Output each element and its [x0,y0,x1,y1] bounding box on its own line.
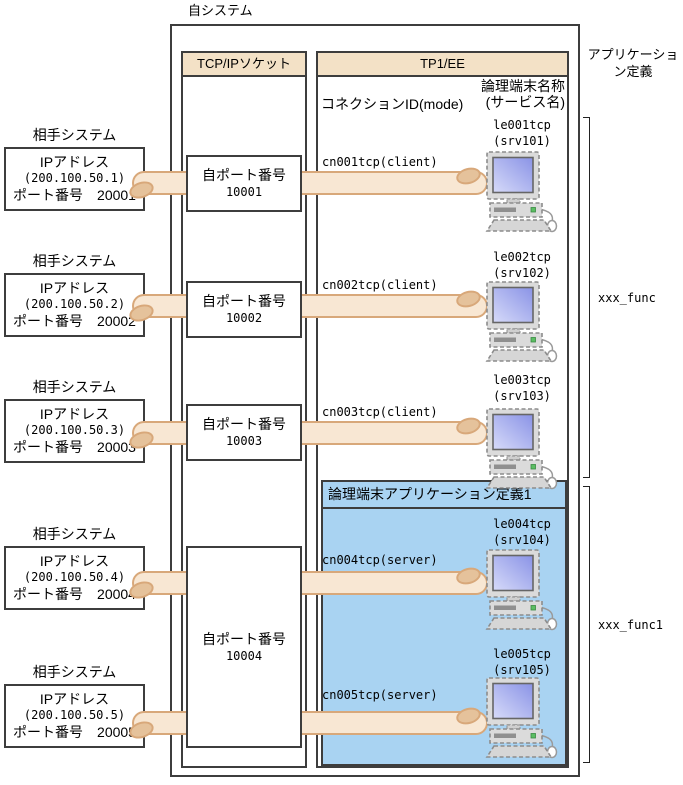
ip-address-value: (200.100.50.3) [23,423,126,437]
application-definition-label: アプリケーション定義 [587,47,679,79]
terminal-service-value: (srv102) [493,266,551,280]
connection-id-value: cn002tcp(client) [322,278,438,292]
ip-address-value: (200.100.50.5) [23,708,126,722]
terminal-name-value: le004tcp [493,517,551,531]
connection-band-right [300,415,488,445]
connection-id-value: cn005tcp(server) [322,688,438,702]
own-system-label: 自システム [188,3,253,18]
own-port-label: 自ポート番号 [202,630,286,647]
tcpip-socket-header: TCP/IPソケット [183,53,305,77]
remote-port-value: ポート番号 20005 [13,724,136,740]
own-port-number: 10003 [225,434,263,448]
remote-system-label: 相手システム [32,526,117,542]
terminal-label: le001tcp (srv101) [466,117,578,149]
terminal-computer-icon [486,549,558,631]
remote-system-label: 相手システム [32,664,117,680]
terminal-name-value: le003tcp [493,373,551,387]
remote-system-box: IPアドレス (200.100.50.3) ポート番号 20003 [4,399,145,463]
ip-address-value: (200.100.50.4) [23,570,126,584]
terminal-label: le004tcp (srv104) [466,516,578,548]
remote-port-value: ポート番号 20001 [13,187,136,203]
bracket-xxx-func1 [583,486,590,763]
tp1ee-header: TP1/EE [318,53,567,77]
ip-address-label: IPアドレス [39,691,110,707]
connection-band-right [300,165,488,195]
connection-id-column-header: コネクションID(mode) [321,96,464,112]
terminal-name-value: le005tcp [493,647,551,661]
connection-band-right [300,565,488,595]
terminal-computer-icon [486,151,558,233]
ip-address-value: (200.100.50.2) [23,297,126,311]
connection-band-left [127,711,188,742]
terminal-service-value: (srv105) [493,663,551,677]
connection-band-right [300,288,488,318]
ip-address-label: IPアドレス [39,154,110,170]
terminal-name-value: le002tcp [493,250,551,264]
connection-id-value: cn004tcp(server) [322,553,438,567]
ip-address-label: IPアドレス [39,406,110,422]
connection-band-right [300,705,488,735]
terminal-label: le003tcp (srv103) [466,372,578,404]
connection-band-left [127,171,188,202]
terminal-service-value: (srv101) [493,134,551,148]
remote-system-label: 相手システム [32,127,117,143]
own-port-label: 自ポート番号 [202,416,286,432]
own-port-box: 自ポート番号 10002 [186,281,302,338]
remote-system-label: 相手システム [32,379,117,395]
own-port-box: 自ポート番号 10001 [186,155,302,212]
remote-system-box: IPアドレス (200.100.50.2) ポート番号 20002 [4,273,145,337]
terminal-name-value: le001tcp [493,118,551,132]
own-port-box: 自ポート番号 10003 [186,404,302,461]
remote-system-box: IPアドレス (200.100.50.1) ポート番号 20001 [4,147,145,211]
own-port-label: 自ポート番号 [202,293,286,309]
terminal-computer-icon [486,677,558,759]
logical-terminal-app-region-title: 論理端末アプリケーション定義1 [323,482,565,509]
connection-id-value: cn003tcp(client) [322,405,438,419]
remote-port-value: ポート番号 20004 [13,586,136,602]
connection-band-left [127,421,188,452]
remote-system-box: IPアドレス (200.100.50.5) ポート番号 20005 [4,684,145,748]
remote-system-label: 相手システム [32,253,117,269]
ip-address-value: (200.100.50.1) [23,171,126,185]
own-port-number: 10002 [225,311,263,325]
terminal-service-value: (srv104) [493,533,551,547]
terminal-service-value: (srv103) [493,389,551,403]
connection-band-left [127,294,188,325]
terminal-computer-icon [486,281,558,363]
terminal-label: le002tcp (srv102) [466,249,578,281]
own-port-number: 10004 [225,648,263,663]
terminal-computer-icon [486,408,558,490]
bracket-label-xxx-func1: xxx_func1 [598,618,664,632]
connection-band-left [127,571,188,602]
remote-port-value: ポート番号 20002 [13,313,136,329]
ip-address-label: IPアドレス [39,280,110,296]
bracket-xxx-func [583,117,590,478]
own-port-number: 10001 [225,185,263,199]
remote-system-box: IPアドレス (200.100.50.4) ポート番号 20004 [4,546,145,610]
terminal-name-header-line: 論理端末名称 [481,78,565,94]
own-port-box: 自ポート番号 10004 [186,546,302,748]
terminal-label: le005tcp (srv105) [466,646,578,678]
own-system-box [170,24,580,777]
bracket-label-xxx-func: xxx_func [598,291,656,305]
own-port-label: 自ポート番号 [202,167,286,183]
ip-address-label: IPアドレス [39,553,110,569]
connection-id-value: cn001tcp(client) [322,155,438,169]
terminal-service-header-line: (サービス名) [485,93,565,110]
remote-port-value: ポート番号 20003 [13,439,136,455]
terminal-name-column-header: 論理端末名称 (サービス名) [425,78,565,110]
